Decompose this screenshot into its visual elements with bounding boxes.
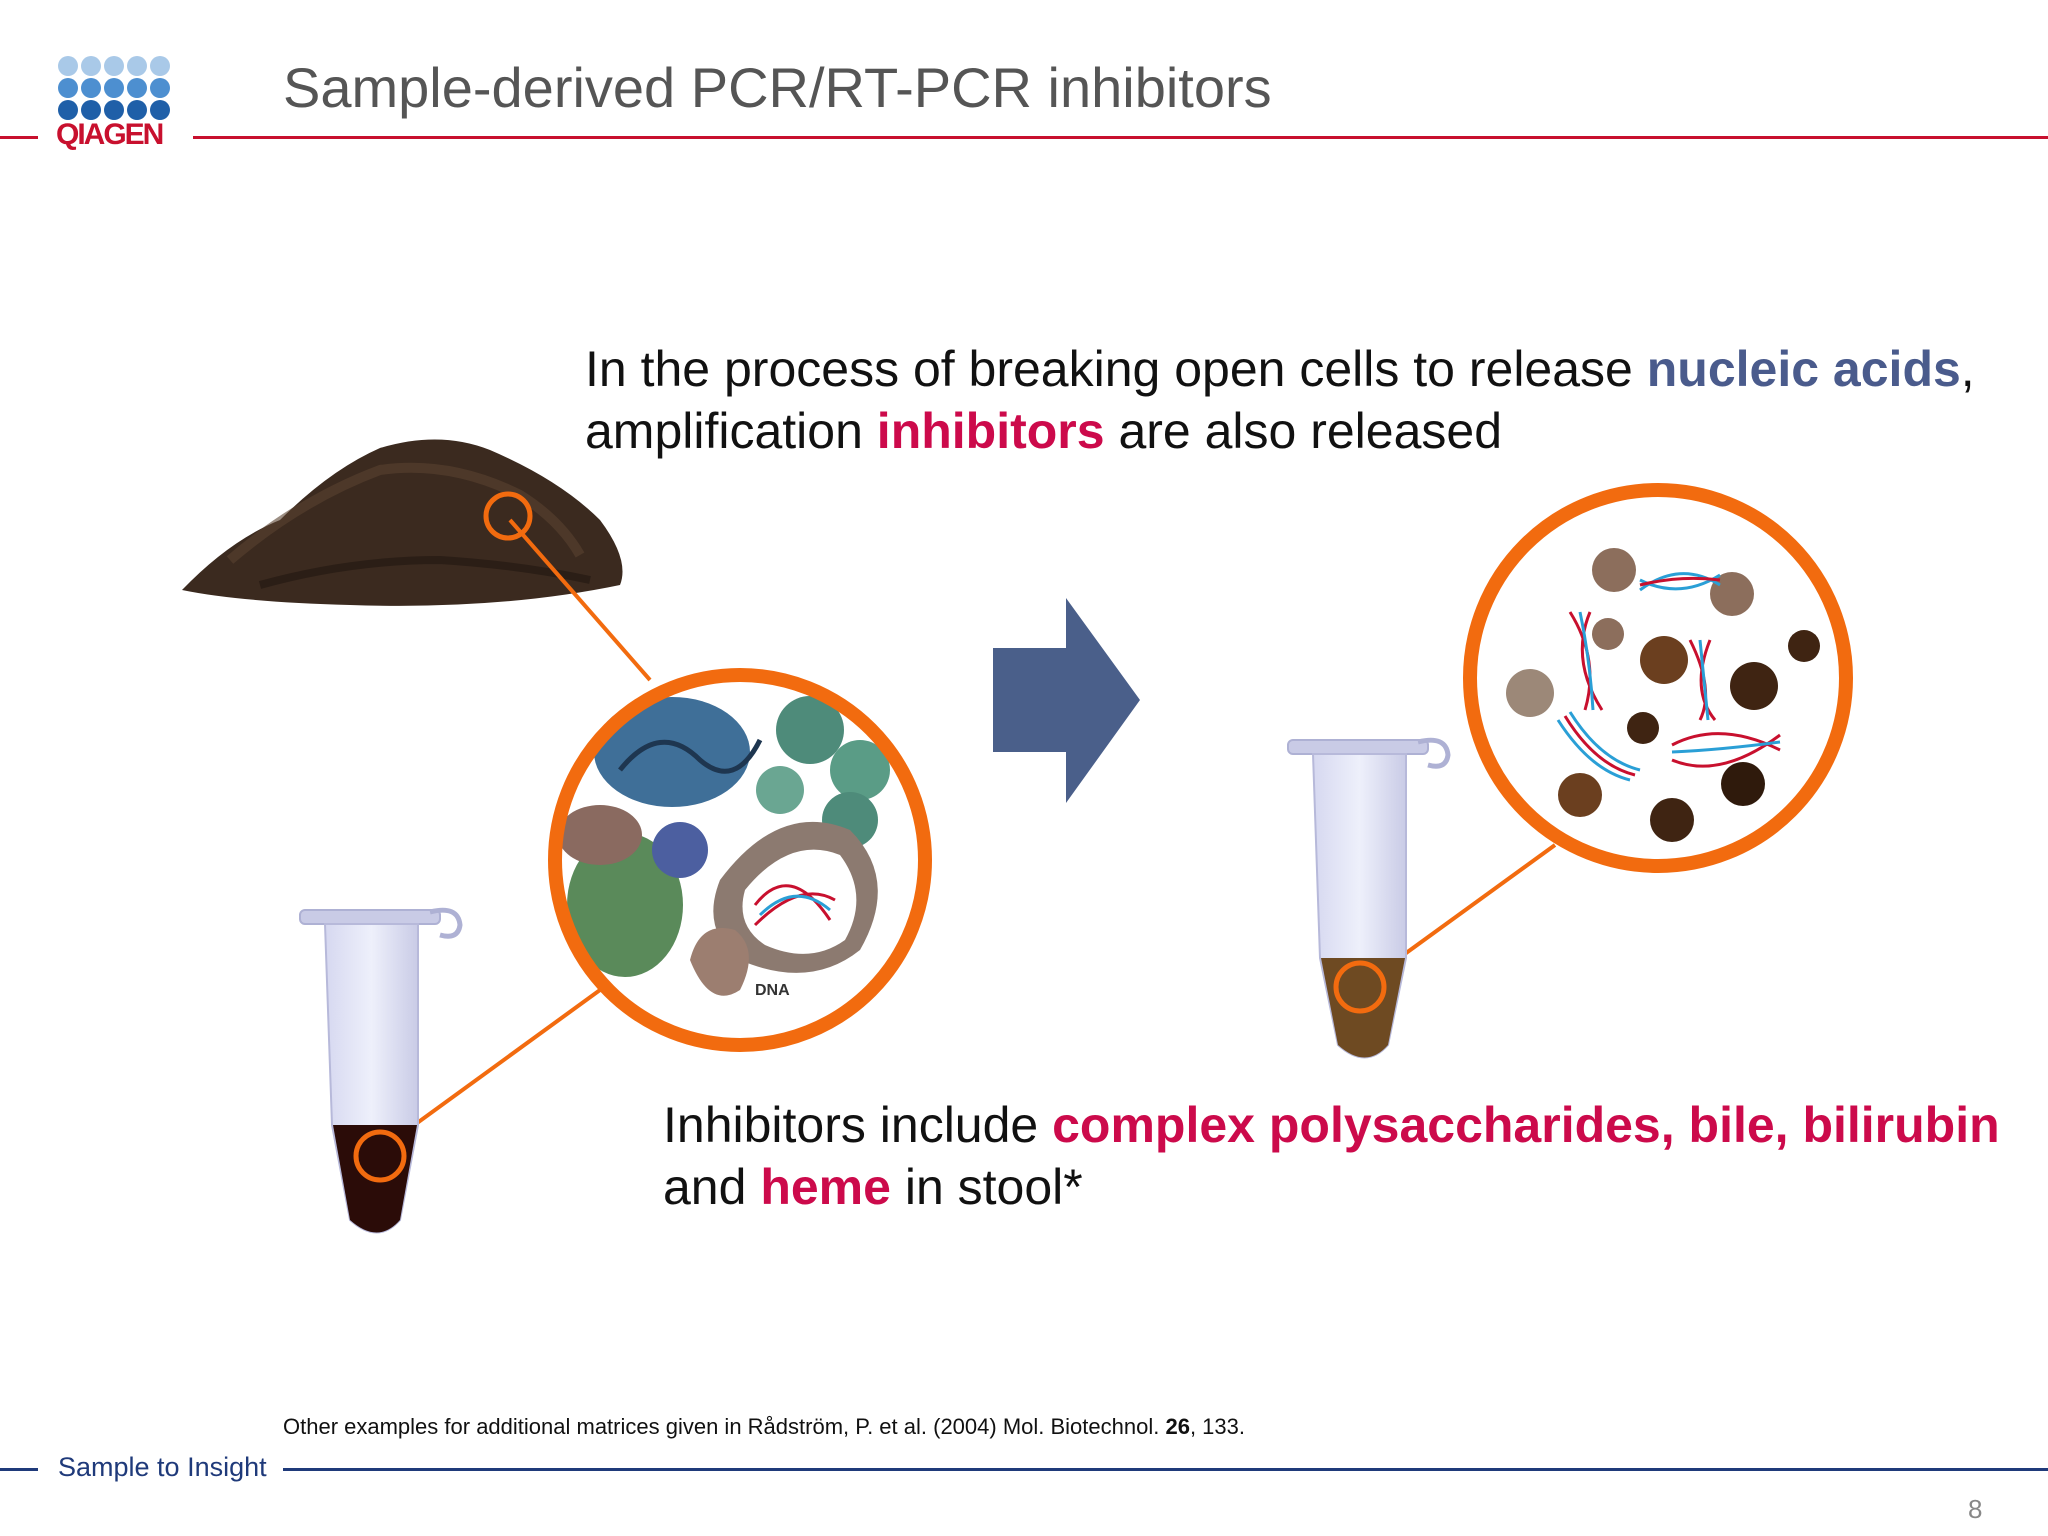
callout-line [508,518,652,682]
inhibitor-list-highlight: complex polysaccharides, bile, bilirubin [1052,1097,2000,1153]
header-divider [0,136,38,139]
process-arrow-icon [993,598,1140,803]
page-title: Sample-derived PCR/RT-PCR inhibitors [283,56,1272,119]
heme-highlight: heme [760,1159,891,1215]
microbes-magnified-image: DNA [548,668,932,1052]
footnote: Other examples for additional matrices g… [283,1414,1245,1439]
dna-label: DNA [755,982,790,999]
inhibitors-highlight: inhibitors [876,403,1105,459]
inhibitors-description: Inhibitors include complex polysaccharid… [663,1097,2000,1215]
logo-wordmark: QIAGEN [56,118,164,151]
soil-pile-image [182,439,623,606]
header-divider [193,136,2048,139]
nucleic-acids-highlight: nucleic acids [1646,341,1961,397]
footer-tagline: Sample to Insight [58,1452,267,1482]
page-number: 8 [1968,1494,1983,1524]
sample-tube-left [299,907,463,1234]
footer-divider [283,1468,2048,1471]
qiagen-logo [56,56,176,156]
soil-callout-circle [483,491,533,541]
released-contents-magnified-image [1463,483,1853,873]
sample-tube-right [1287,737,1451,1059]
process-description: In the process of breaking open cells to… [585,341,1975,459]
footer-divider [0,1468,38,1471]
